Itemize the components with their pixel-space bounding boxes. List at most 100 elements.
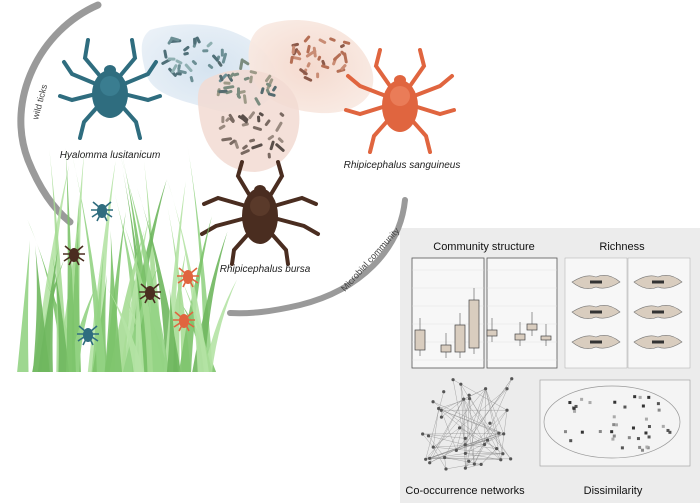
boxplot-box bbox=[514, 333, 526, 341]
bacterium bbox=[306, 44, 311, 54]
ordination-point bbox=[647, 425, 651, 429]
bacterium bbox=[249, 70, 258, 75]
ordination-point bbox=[612, 423, 616, 427]
network-node bbox=[431, 400, 435, 404]
bacterium bbox=[221, 137, 233, 142]
grass-blade bbox=[163, 181, 186, 372]
bacterium bbox=[312, 46, 317, 58]
ordination-point bbox=[568, 401, 572, 405]
network-node bbox=[431, 445, 435, 449]
bacterium bbox=[243, 76, 250, 81]
network-edge bbox=[465, 388, 486, 469]
bacterium bbox=[340, 64, 347, 71]
network-node bbox=[462, 397, 466, 401]
network-edge bbox=[469, 398, 475, 465]
ordination-point bbox=[611, 437, 615, 441]
network-node bbox=[502, 432, 506, 436]
small-tick-icons bbox=[63, 201, 199, 346]
bacterium bbox=[206, 41, 213, 48]
microbial-community-label: Microbial community bbox=[339, 225, 402, 293]
network-node bbox=[509, 457, 513, 461]
ordination-point bbox=[598, 430, 602, 434]
bacterium bbox=[212, 54, 219, 62]
network-edge bbox=[433, 447, 447, 470]
bacterium bbox=[242, 59, 250, 66]
bacterium bbox=[218, 124, 226, 130]
boxplot-box bbox=[468, 299, 480, 349]
violin-box bbox=[590, 280, 602, 284]
network-edge bbox=[463, 388, 486, 400]
boxplot-box bbox=[440, 344, 452, 353]
bacterium bbox=[223, 81, 231, 85]
ordination-point bbox=[574, 404, 578, 408]
boxplot-box bbox=[414, 329, 426, 351]
network-edge bbox=[429, 433, 504, 459]
ordination-point bbox=[644, 417, 648, 421]
bacterium bbox=[267, 152, 271, 159]
grass-blade bbox=[167, 206, 191, 372]
grass-blade bbox=[96, 270, 144, 372]
violin-box bbox=[652, 280, 664, 284]
ordination-point bbox=[633, 395, 637, 399]
bacterium bbox=[177, 69, 187, 75]
network-node bbox=[505, 387, 509, 391]
boxplot-box bbox=[526, 323, 538, 331]
ordination-point bbox=[620, 446, 624, 450]
bacterium bbox=[183, 45, 190, 52]
ordination-point bbox=[666, 428, 670, 432]
network-node bbox=[424, 457, 428, 461]
species-label-bursa: Rhipicephalus bursa bbox=[220, 264, 311, 275]
network-node bbox=[485, 438, 490, 442]
bacterium bbox=[254, 97, 261, 106]
network-edge bbox=[438, 408, 501, 460]
bacterium bbox=[289, 55, 294, 64]
bacterium bbox=[236, 92, 241, 99]
bacterium bbox=[242, 94, 247, 104]
network-edge bbox=[422, 433, 499, 435]
small-tick-blue-icon bbox=[77, 325, 99, 346]
bacterium bbox=[317, 55, 322, 61]
panel-title-dissimilarity: Dissimilarity bbox=[584, 485, 643, 497]
bacterium bbox=[217, 61, 223, 67]
small-tick-brown-icon bbox=[139, 283, 161, 304]
ordination-point bbox=[631, 426, 635, 430]
network-node bbox=[467, 393, 471, 397]
ordination-point bbox=[641, 404, 645, 408]
network-edge bbox=[456, 388, 508, 451]
network-edge bbox=[429, 453, 466, 459]
network-node bbox=[463, 443, 467, 447]
bacterium bbox=[265, 74, 272, 83]
small-tick-orange-icon bbox=[177, 267, 199, 288]
bacterium bbox=[163, 49, 168, 59]
network-edge bbox=[429, 458, 501, 460]
bacterium bbox=[266, 82, 272, 88]
panel-title-community-structure: Community structure bbox=[433, 241, 534, 253]
bacterium bbox=[189, 76, 194, 83]
network-edge bbox=[485, 388, 501, 460]
network-node bbox=[451, 378, 455, 382]
bacterium bbox=[269, 140, 275, 151]
network-edge bbox=[452, 379, 466, 445]
network-edge bbox=[441, 410, 499, 434]
ordination-point bbox=[645, 445, 649, 449]
bacterium bbox=[291, 55, 302, 61]
network-edge bbox=[469, 398, 511, 459]
bacterium bbox=[242, 144, 248, 150]
network-node bbox=[499, 458, 503, 462]
network-node bbox=[467, 459, 471, 463]
network-node bbox=[472, 462, 476, 466]
ordination-point bbox=[588, 401, 592, 405]
species-label-hyalomma: Hyalomma lusitanicum bbox=[60, 150, 161, 161]
bacterium bbox=[272, 85, 277, 92]
ordination-point bbox=[638, 445, 642, 449]
boxplot-box bbox=[486, 329, 498, 337]
network-edge bbox=[444, 457, 447, 469]
ordination-point bbox=[580, 397, 584, 401]
bacterium bbox=[195, 36, 201, 44]
bacterium bbox=[184, 63, 193, 72]
network-edge bbox=[429, 457, 445, 459]
bacterium bbox=[238, 115, 247, 122]
network-edge bbox=[459, 427, 497, 449]
grass-blade bbox=[52, 255, 70, 372]
